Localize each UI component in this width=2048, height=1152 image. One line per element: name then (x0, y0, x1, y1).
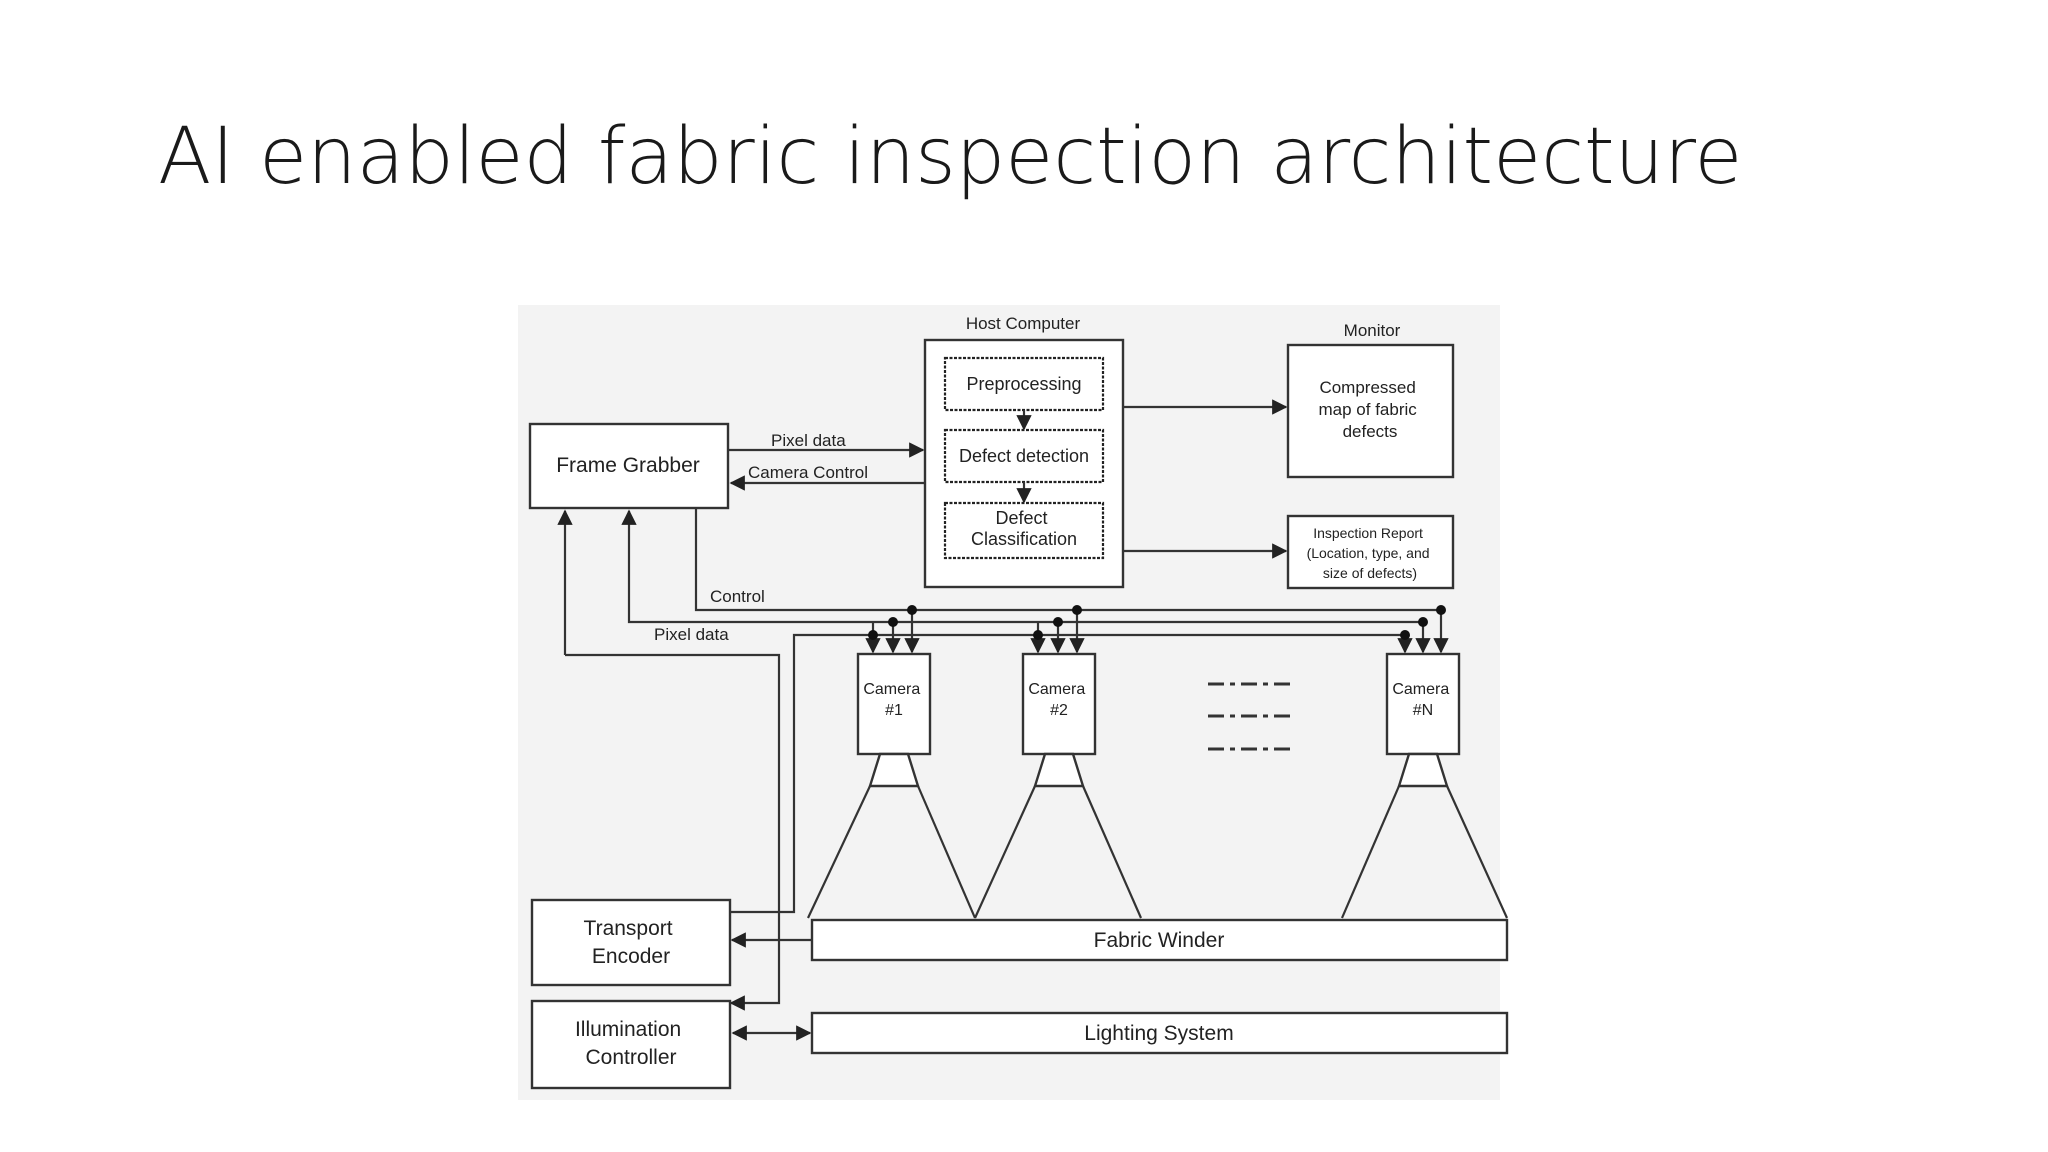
camera-2-label: Camera #2 (1028, 681, 1089, 719)
fabric-winder-box (810, 918, 1509, 962)
inspection-report-label: Inspection Report (Location, type, and s… (1307, 525, 1434, 581)
monitor-label: Monitor (1344, 321, 1401, 340)
defect-classification-label: Defect Classification (971, 508, 1077, 549)
defect-detection-label: Defect detection (959, 446, 1089, 466)
preprocessing-label: Preprocessing (966, 374, 1081, 394)
camera-1-label: Camera #1 (863, 681, 924, 719)
frame-grabber-label: Frame Grabber (556, 454, 700, 477)
transport-encoder-label: Transport Encoder (584, 917, 679, 968)
transport-encoder-box (530, 898, 732, 987)
inspection-report-box (1286, 514, 1455, 590)
illumination-controller-label: Illumination Controller (575, 1018, 687, 1069)
slide-title: AI enabled fabric inspection architectur… (158, 112, 1743, 202)
camera-n-label: Camera #N (1392, 681, 1453, 719)
preprocessing-box (943, 356, 1105, 412)
control-label: Control (710, 587, 765, 606)
lighting-system-box (810, 1011, 1509, 1055)
compressed-map-label: Compressed map of fabric defects (1319, 378, 1422, 441)
lighting-system-label: Lighting System (1084, 1022, 1233, 1045)
pixel-data-bottom-label: Pixel data (654, 625, 729, 644)
frame-grabber-box (528, 422, 730, 510)
illumination-controller-box (530, 999, 732, 1090)
host-computer-label: Host Computer (966, 314, 1081, 333)
defect-classification-box (943, 501, 1105, 560)
camera-1-box (856, 652, 932, 756)
fabric-winder-label: Fabric Winder (1094, 929, 1225, 952)
compressed-map-box (1286, 343, 1455, 479)
pixel-data-top-label: Pixel data (771, 431, 846, 450)
camera-2-box (1021, 652, 1097, 756)
camera-control-label: Camera Control (748, 463, 868, 482)
